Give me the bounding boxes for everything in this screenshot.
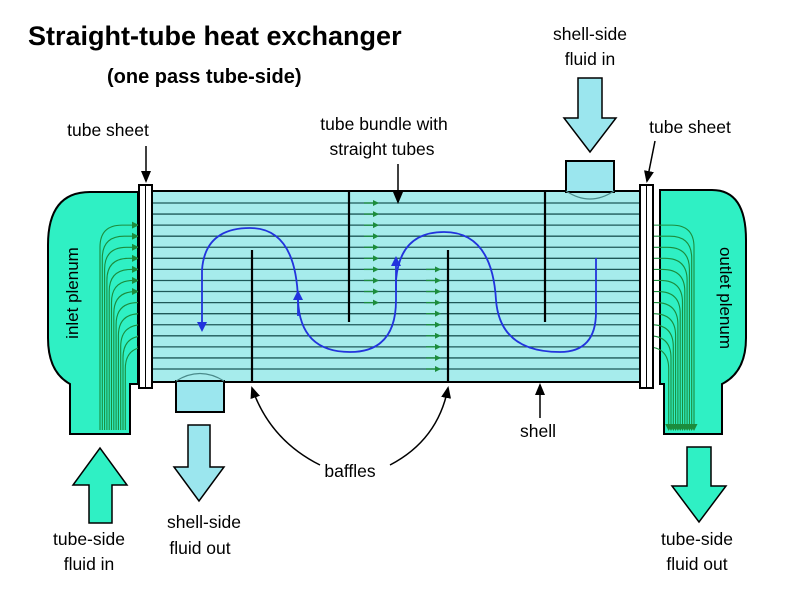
inlet-flow-line: [106, 254, 139, 430]
tube-sheet-right-label: tube sheet: [649, 117, 731, 137]
tube-side-out-label-line2: fluid out: [666, 554, 727, 574]
tube-side-in-label-line1: tube-side: [53, 529, 125, 549]
outlet-flow-line: [653, 302, 682, 431]
inlet-plenum-label: inlet plenum: [63, 247, 82, 339]
outlet-flow-line: [653, 224, 698, 431]
outlet-flow-line: [653, 268, 689, 431]
diagram-title: Straight-tube heat exchanger: [28, 21, 402, 51]
shell-side-fluid-in-arrow: [562, 77, 618, 154]
outlet-flow-line: [653, 257, 691, 431]
inlet-flow-line: [110, 276, 139, 430]
inlet-plenum: [47, 191, 139, 435]
inlet-flow-line: [104, 243, 139, 430]
baffle-pointer-right: [389, 386, 452, 466]
baffle-pointer-left: [250, 386, 321, 466]
tube-side-fluid-in-arrow: [71, 446, 129, 524]
plenum-flow-lines: [99, 221, 698, 431]
inlet-flow-line: [113, 288, 139, 430]
inlet-flow-line: [101, 232, 139, 430]
outlet-flow-line: [653, 290, 684, 431]
outlet-plenum-label: outlet plenum: [716, 247, 735, 349]
baffles-label: baffles: [324, 461, 375, 481]
shell-side-outlet-nozzle: [175, 380, 225, 413]
shell-side-flow-path: [197, 227, 597, 353]
shell-side-fluid-out-arrow: [172, 424, 226, 503]
tube-side-out-label-line1: tube-side: [661, 529, 733, 549]
tube-side-in-label-line2: fluid in: [64, 554, 115, 574]
tube-bundle-label-line1: tube bundle with: [320, 114, 447, 134]
tube-side-fluid-out-arrow: [670, 446, 728, 524]
shell-side-in-label-line2: fluid in: [565, 49, 616, 69]
tube-bundle-label-line2: straight tubes: [329, 139, 434, 159]
tube-sheet-right-pointer: [644, 140, 656, 183]
tube-sheet-left-label: tube sheet: [67, 120, 149, 140]
inlet-flow-line: [99, 221, 139, 430]
outlet-flow-line: [653, 279, 686, 431]
diagram-subtitle: (one pass tube-side): [107, 66, 301, 88]
baffle-group: [250, 191, 547, 382]
outlet-flow-line: [653, 246, 693, 431]
shell-side-out-label-line1: shell-side: [167, 512, 241, 532]
shell-side-in-label-line1: shell-side: [553, 24, 627, 44]
inlet-flow-line: [108, 265, 139, 430]
shell-label: shell: [520, 421, 556, 441]
shell-side-out-label-line2: fluid out: [169, 538, 230, 558]
shell-side-inlet-nozzle: [565, 160, 615, 193]
outlet-flow-line: [653, 235, 696, 431]
